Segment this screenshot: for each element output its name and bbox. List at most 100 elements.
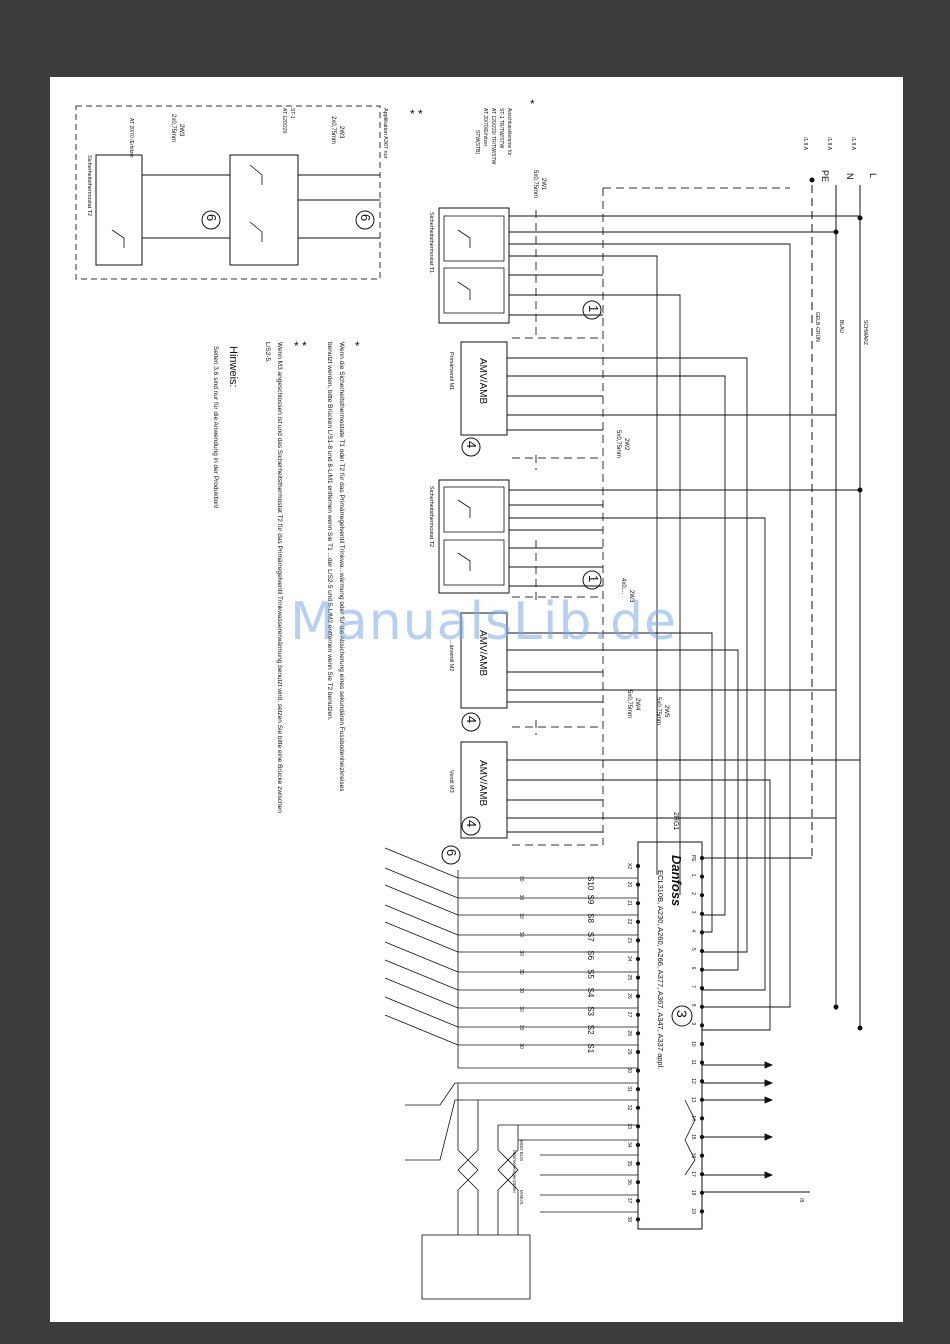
terminal-label: 12 bbox=[690, 1078, 696, 1084]
inset-t2-label: Sicherheitsthermostat T2 bbox=[86, 155, 92, 216]
terminal-point bbox=[699, 855, 705, 861]
terminal-point bbox=[699, 930, 705, 935]
cable-2w1-spec: 5x0,75mm bbox=[532, 170, 538, 198]
note-st1: ST-1 TR/TW/STW bbox=[498, 108, 504, 148]
marker-4-m1: 4 bbox=[464, 441, 479, 448]
terminal-point bbox=[699, 1023, 705, 1028]
terminal-label: X2 bbox=[626, 863, 632, 869]
terminal-label: 15 bbox=[690, 1134, 696, 1140]
terminal-point bbox=[635, 1180, 641, 1185]
bus-modbus: MOD BUS bbox=[519, 1140, 524, 1161]
cable-2w3-spec: 4x0,... bbox=[620, 578, 626, 595]
hinweis-title: Hinweis: bbox=[227, 346, 239, 388]
terminal-label: PE bbox=[690, 855, 696, 862]
bus-mbus: M-BUS bbox=[519, 1190, 524, 1205]
terminal-point bbox=[635, 863, 641, 869]
thermostat-t2 bbox=[438, 479, 603, 594]
actuator-m3-label: Ventil M3 bbox=[448, 770, 454, 793]
wire-color-gelb-gruen: GELB-GRÜN bbox=[814, 312, 821, 342]
marker-6-inset-b: 6 bbox=[204, 214, 219, 221]
terminal-point bbox=[635, 1031, 641, 1036]
terminal-label: 8 bbox=[690, 1004, 696, 1007]
terminal-point bbox=[699, 948, 705, 954]
terminal-label: 5 bbox=[690, 948, 696, 951]
marker-circles bbox=[201, 210, 693, 1027]
terminal-point bbox=[635, 882, 641, 887]
notes-star2: * * bbox=[294, 339, 307, 353]
sensor-terminal-label: 30 bbox=[518, 913, 524, 919]
note-stw: STW(STB) bbox=[474, 130, 480, 154]
terminal-label: 10 bbox=[690, 1041, 696, 1047]
terminal-label: 21 bbox=[626, 900, 632, 906]
terminal-point bbox=[635, 994, 641, 999]
terminal-label: 6 bbox=[690, 967, 696, 970]
terminal-point bbox=[635, 1068, 641, 1073]
bus-waermezaehler: Wärmemengenzähler bbox=[512, 1150, 517, 1194]
terminal-point bbox=[699, 1060, 705, 1065]
terminal-point bbox=[699, 1004, 705, 1009]
marker-4-m2: 4 bbox=[464, 716, 479, 723]
controller-model: ECL310B, A230, A260, A266, A377, A367, A… bbox=[656, 870, 665, 1069]
thermostat-t2-label: Sicherheitsthermostat T2 bbox=[428, 486, 434, 547]
marker-1-top: 1 bbox=[586, 305, 601, 312]
terminal-point bbox=[635, 1161, 641, 1166]
cable-2w2: 2W2 bbox=[623, 438, 629, 451]
note-anschluss: Anschlussklemme für: bbox=[506, 108, 512, 157]
line-label-l: L bbox=[868, 173, 878, 178]
terminal-label: 38 bbox=[626, 1216, 632, 1222]
sensor-terminal-label: 30 bbox=[518, 1043, 524, 1049]
notes-text1: Wenn die Sicherheitsthermostate T1 oder … bbox=[338, 342, 345, 792]
terminal-point bbox=[699, 1041, 705, 1047]
sensor-label: S3 bbox=[586, 1006, 595, 1016]
terminal-point bbox=[635, 938, 641, 943]
terminal-point bbox=[635, 956, 641, 962]
inset-at: AT 120/220 bbox=[281, 108, 287, 134]
terminal-label: 30 bbox=[626, 1068, 632, 1074]
actuator-m3-name: AMV/AMB bbox=[477, 760, 488, 806]
thermostat-t1 bbox=[438, 207, 603, 324]
sensor-label: S10 bbox=[586, 876, 595, 891]
actuator-m2-name: AMV/AMB bbox=[477, 630, 488, 676]
sensor-terminal-label: 30 bbox=[518, 895, 524, 901]
terminal-label: 25 bbox=[626, 975, 632, 981]
sensor-label: S5 bbox=[586, 969, 595, 979]
wiring-diagram: L N PE /1.8.A /1.8.A /1.8.A SCHWARZ BLAU… bbox=[75, 97, 878, 1300]
bus-crossings bbox=[421, 1083, 638, 1300]
marker-6-inset-a: 6 bbox=[358, 214, 373, 221]
sensor-terminal-label: 30 bbox=[518, 950, 524, 956]
line-label-n: N bbox=[845, 173, 855, 180]
actuator-m2 bbox=[460, 612, 603, 709]
terminal-point bbox=[635, 1105, 641, 1110]
terminal-label: 28 bbox=[626, 1030, 632, 1036]
inset-st1: ST-1 bbox=[289, 108, 295, 119]
wire-color-blau: BLAU bbox=[838, 320, 844, 333]
inset-cable-2w3-b: 2W3 bbox=[178, 124, 184, 137]
terminal-point bbox=[635, 975, 641, 980]
terminal-label: 22 bbox=[626, 919, 632, 925]
terminal-label: 23 bbox=[626, 937, 632, 943]
terminal-label: 19 bbox=[690, 1208, 696, 1214]
cable-2w5: 2W5 bbox=[663, 705, 669, 718]
line-ref-n: /1.8.A bbox=[826, 137, 832, 151]
notes-text3: Wenn M3 angeschlossen ist und das Sicher… bbox=[276, 342, 283, 813]
terminal-point bbox=[635, 1198, 641, 1203]
line-label-pe: PE bbox=[820, 170, 830, 182]
notes-star1: * bbox=[355, 339, 360, 353]
terminal-label: 20 bbox=[626, 882, 632, 888]
inset-cable-2w3-spec: 2x0,75mm bbox=[330, 116, 336, 144]
sensor-label: S2 bbox=[586, 1025, 595, 1035]
inset-applikation: Applikation A367 nur bbox=[382, 108, 388, 159]
terminal-label: 35 bbox=[626, 1161, 632, 1167]
controller-sensor-labels: S1030S930S830S730S630S530S430S330S230S13… bbox=[518, 876, 595, 1054]
terminal-point bbox=[699, 1079, 705, 1084]
inset-a367 bbox=[75, 105, 381, 280]
note-star2: * * bbox=[410, 107, 423, 121]
actuator-m1 bbox=[460, 341, 603, 436]
terminal-label: 29 bbox=[626, 1049, 632, 1055]
sensor-terminal-label: 30 bbox=[518, 876, 524, 882]
terminal-point bbox=[635, 1049, 641, 1055]
cable-2w3: 2W3 bbox=[628, 590, 634, 603]
marker-6-sensors: 6 bbox=[444, 849, 459, 856]
actuator-m2-label: ...ärventil M2 bbox=[448, 640, 454, 671]
